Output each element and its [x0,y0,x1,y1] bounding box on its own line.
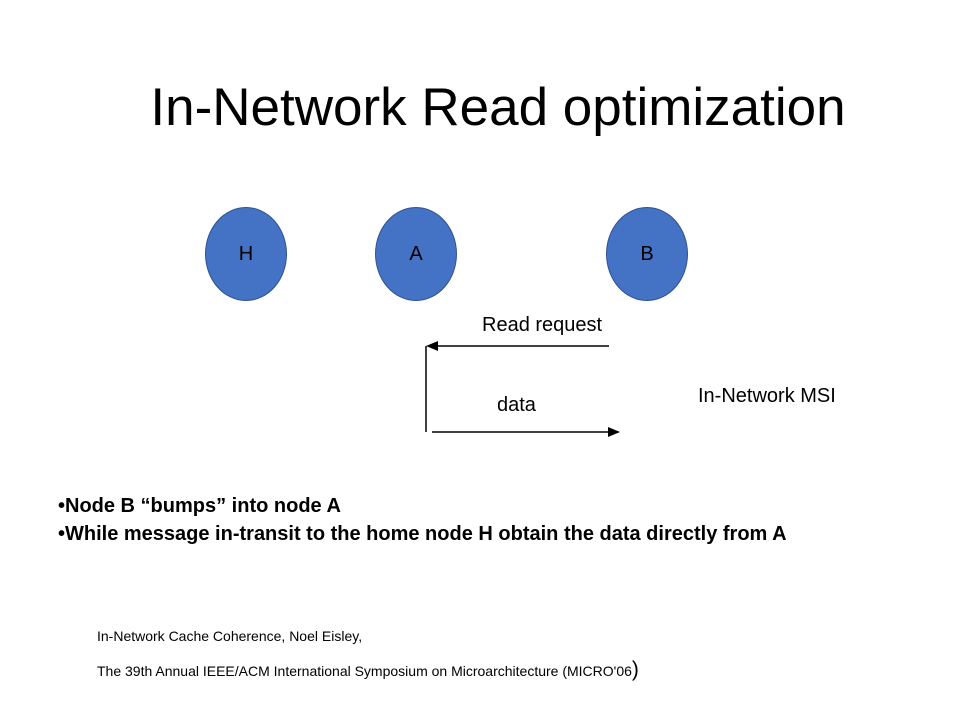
node-h: H [205,207,287,301]
bullet-list: •Node B “bumps” into node A •While messa… [58,492,898,548]
protocol-label: In-Network MSI [698,385,836,407]
node-a: A [375,207,457,301]
citation-close: ) [631,658,639,681]
read-request-label: Read request [482,314,603,336]
citation-line: In-Network Cache Coherence, Noel Eisley, [97,628,363,644]
node-b: B [606,207,688,301]
citation-text: The 39th Annual IEEE/ACM International S… [97,663,632,679]
data-label: data [497,394,536,416]
bullet-item: •Node B “bumps” into node A [58,495,341,517]
slide-title: In-Network Read optimization [150,78,846,137]
bullet-item: •While message in-transit to the home no… [58,523,787,545]
citation-line: The 39th Annual IEEE/ACM International S… [97,658,639,681]
